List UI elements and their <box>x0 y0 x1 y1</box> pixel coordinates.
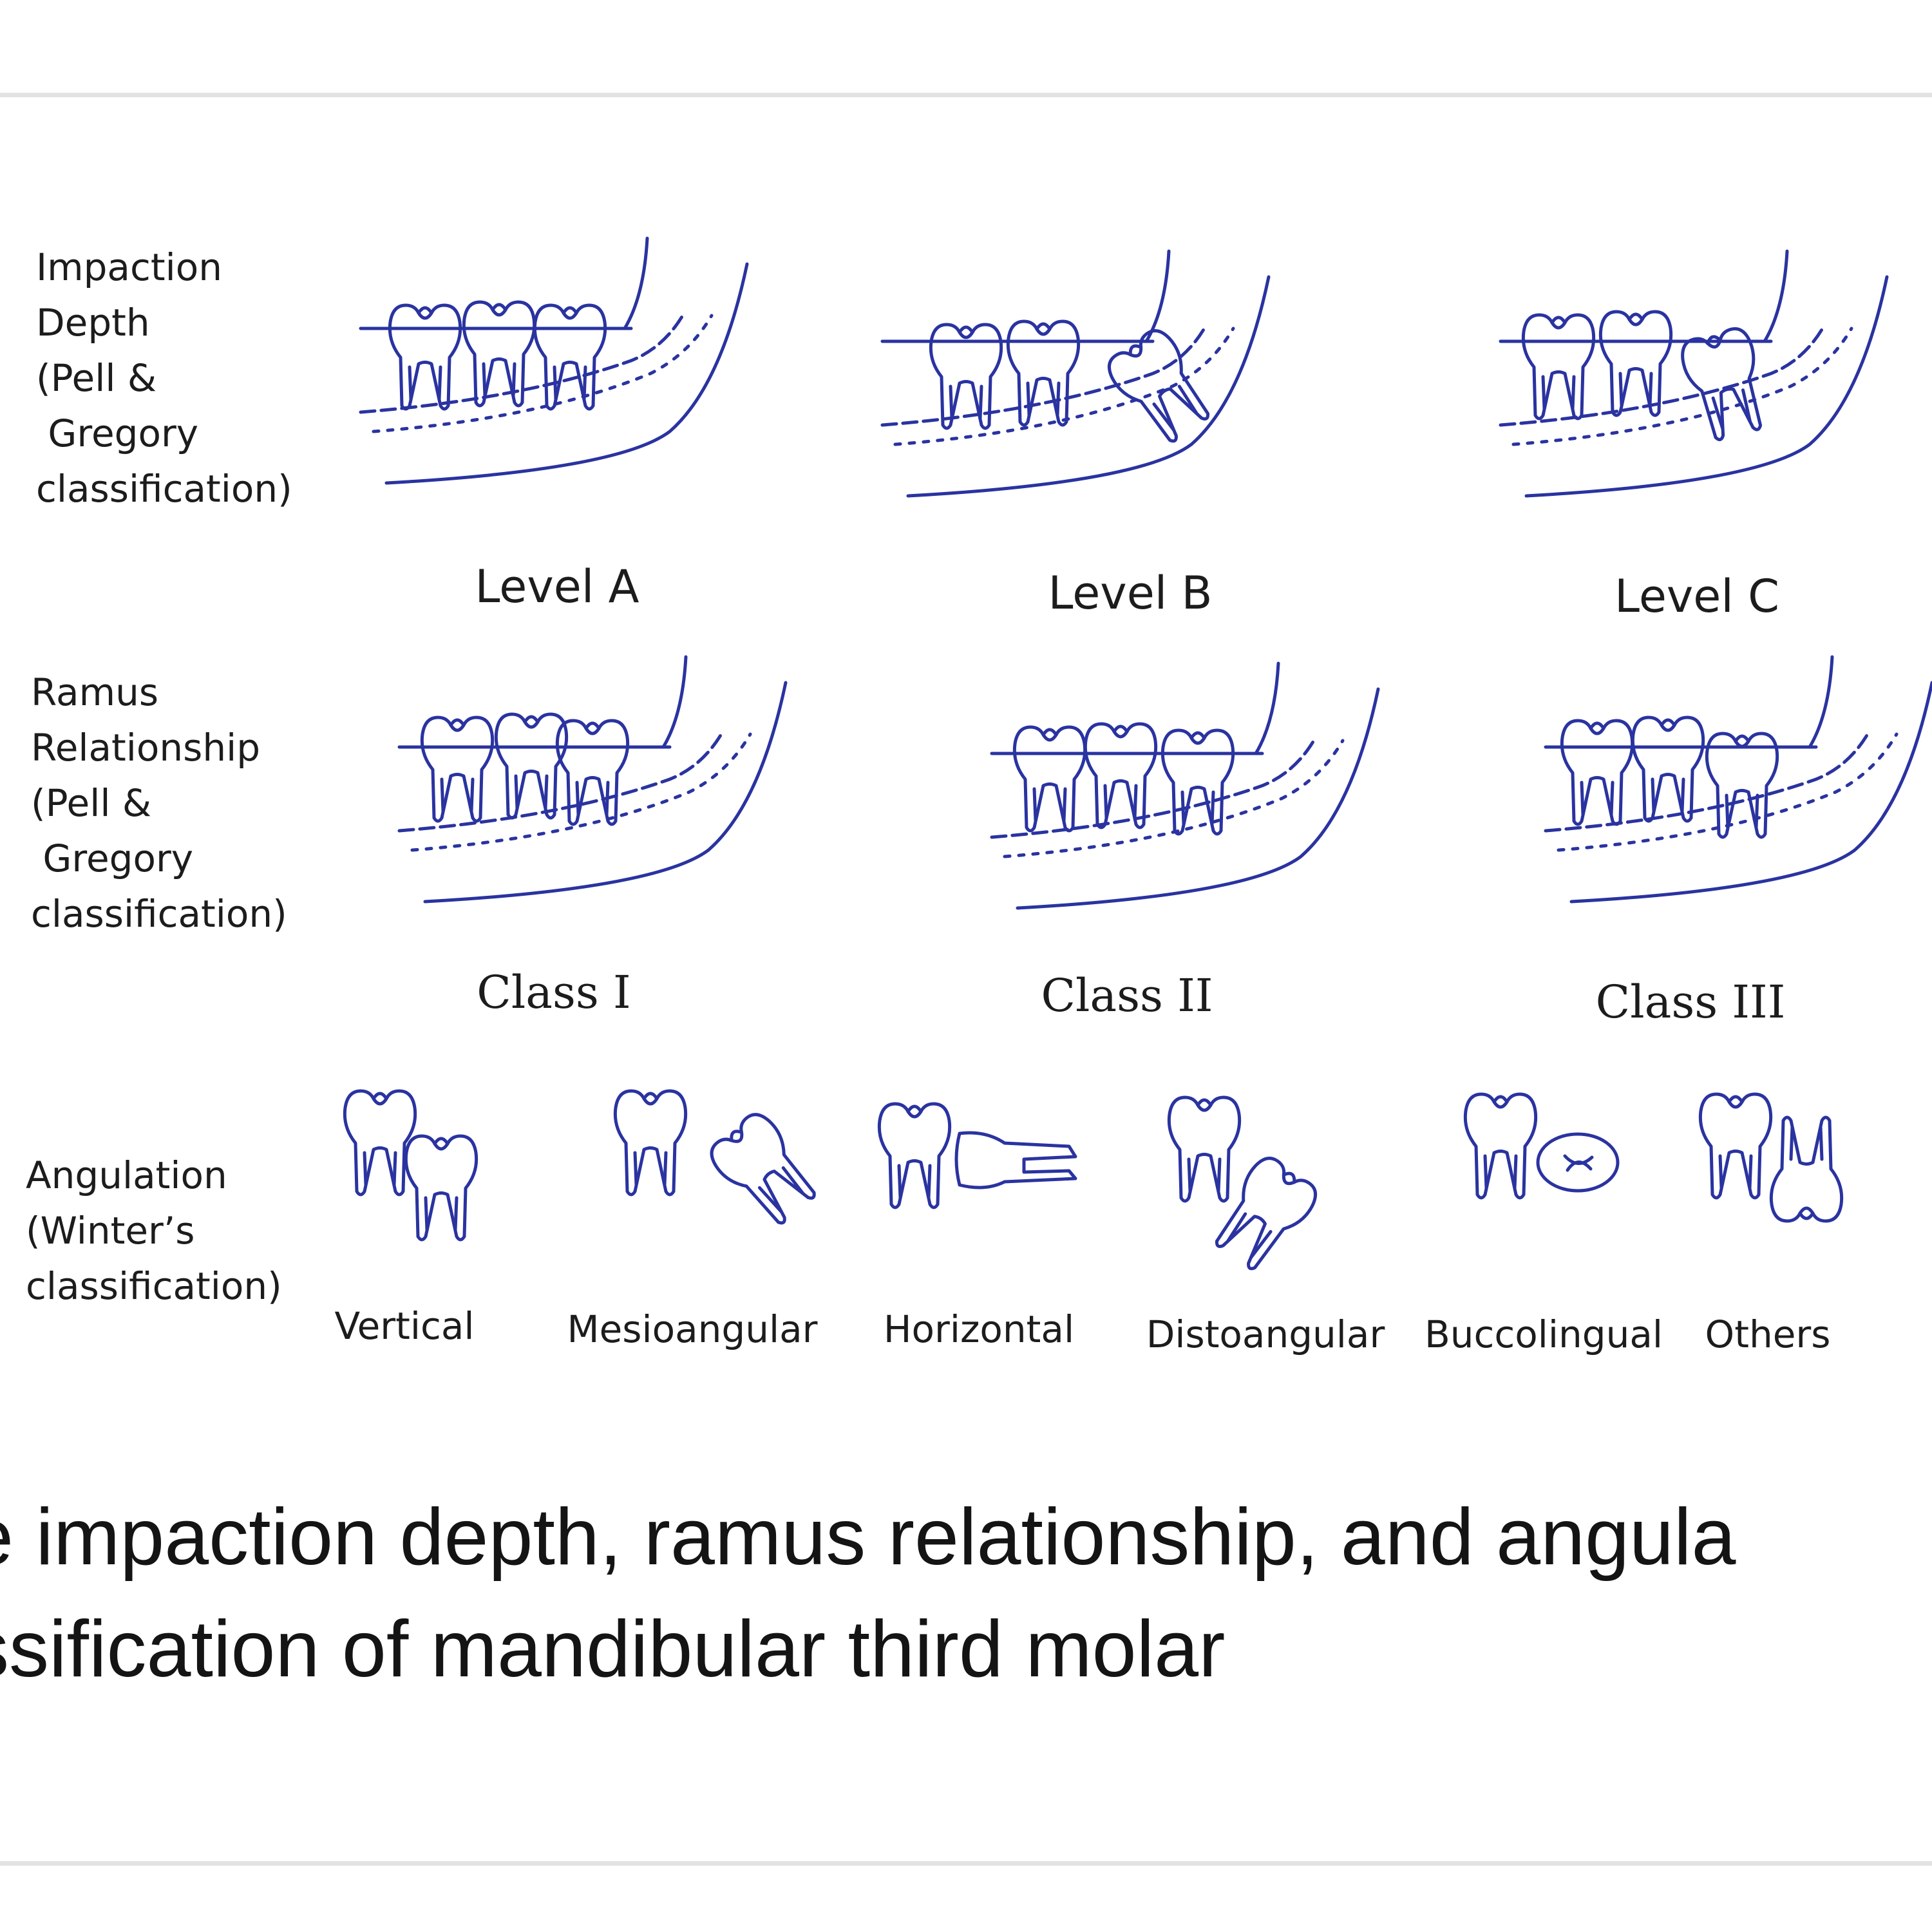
diagram-vertical <box>345 1091 476 1240</box>
figure-caption: e impaction depth, ramus relationship, a… <box>0 1481 1932 1705</box>
row-label-ramus-relationship: Ramus Relationship (Pell & Gregory class… <box>31 670 287 936</box>
caption-level-b: Level B <box>1048 567 1213 620</box>
caption-level-c: Level C <box>1615 570 1779 623</box>
row-label-angulation: Angulation (Winter’s classification) <box>26 1153 282 1308</box>
caption-class-ii: Class II <box>1041 969 1213 1022</box>
diagram-class-i <box>399 657 786 902</box>
caption-level-a: Level A <box>475 560 639 613</box>
diagram-class-ii <box>992 663 1378 908</box>
diagram-level-b <box>882 251 1269 496</box>
caption-mesioangular: Mesioangular <box>567 1307 818 1351</box>
row-label-impaction-depth: Impaction Depth (Pell & Gregory classifi… <box>36 245 292 511</box>
bottom-divider <box>0 1861 1932 1866</box>
diagram-level-a <box>361 238 747 483</box>
top-divider <box>0 93 1932 97</box>
diagram-class-iii <box>1546 657 1932 902</box>
caption-distoangular: Distoangular <box>1146 1312 1385 1356</box>
diagram-others <box>1700 1094 1841 1221</box>
caption-line-2: ssification of mandibular third molar <box>0 1605 1226 1694</box>
caption-vertical: Vertical <box>334 1304 475 1348</box>
caption-class-i: Class I <box>477 966 631 1019</box>
diagram-mesioangular <box>615 1091 825 1233</box>
molar-drawings <box>0 0 1932 1481</box>
diagram-horizontal <box>879 1104 1077 1208</box>
caption-others: Others <box>1705 1312 1831 1356</box>
caption-line-1: e impaction depth, ramus relationship, a… <box>0 1493 1736 1582</box>
caption-class-iii: Class III <box>1595 976 1786 1028</box>
diagram-distoangular <box>1169 1097 1322 1277</box>
classification-figure: Impaction Depth (Pell & Gregory classifi… <box>0 0 1932 1481</box>
caption-buccolingual: Buccolingual <box>1424 1312 1663 1356</box>
diagram-level-c <box>1501 251 1887 496</box>
diagram-buccolingual <box>1465 1094 1620 1198</box>
caption-horizontal: Horizontal <box>883 1307 1075 1351</box>
